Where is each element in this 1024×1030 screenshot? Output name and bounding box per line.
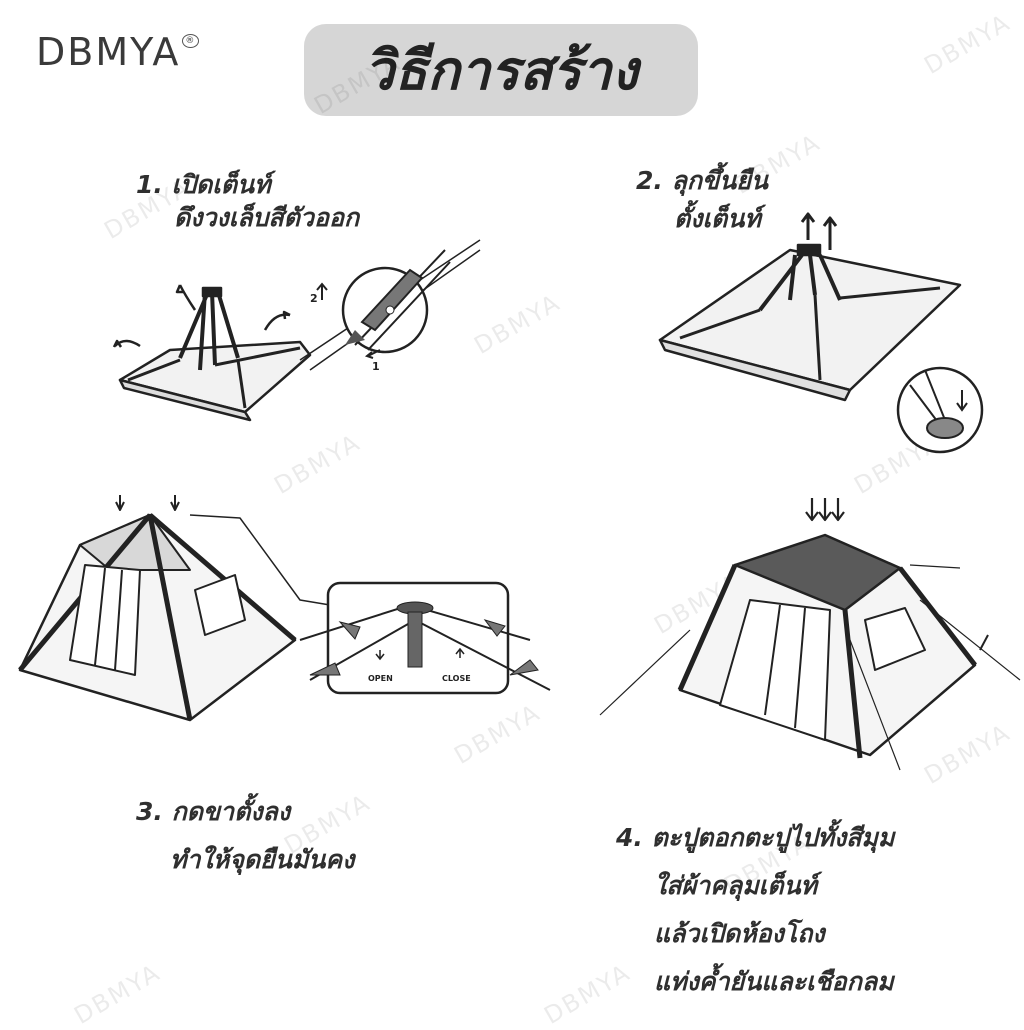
watermark: DBMYA	[919, 8, 1016, 80]
step-4-detail-2: แล้วเปิดห้องโถง	[654, 919, 825, 948]
hub-label-open: OPEN	[368, 674, 393, 683]
clip-callout: 2 1	[310, 249, 451, 373]
step-1-detail: ดึงวงเล็บสีตัวออก	[174, 203, 360, 232]
step-2-text: 2. ลุกขึ้นยืน ตั้งเต็นท์	[636, 162, 768, 238]
watermark: DBMYA	[69, 958, 166, 1030]
step-3-detail: ทำให้จุดยืนมันคง	[170, 845, 355, 874]
hub-label-close: CLOSE	[442, 674, 471, 683]
step-4-detail-1: ใส่ผ้าคลุมเต็นท์	[654, 871, 818, 900]
brand-logo: DBMYA®	[36, 30, 200, 74]
step-2-illustration	[658, 212, 984, 454]
step-2-heading: 2. ลุกขึ้นยืน	[636, 166, 768, 195]
step-3-illustration: OPEN CLOSE	[18, 495, 551, 722]
step-1-illustration: 2 1	[112, 239, 481, 422]
step-3-text: 3. กดขาตั้งลง ทำให้จุดยืนมันคง	[136, 788, 354, 884]
step-1-heading: 1. เปิดเต็นท์	[136, 170, 271, 199]
step-4-detail-3: แท่งค้ำยันและเชือกลม	[654, 967, 894, 996]
step-2-detail: ตั้งเต็นท์	[674, 204, 761, 233]
step-4-illustration	[599, 498, 1021, 771]
callout-label-2: 2	[310, 292, 318, 305]
callout-label-1: 1	[372, 360, 380, 373]
step-4-heading: 4. ตะปูตอกตะปูไปทั้งสีมุม	[616, 823, 895, 852]
page-title: วิธีการสร้าง	[364, 39, 638, 102]
page-title-pill: วิธีการสร้าง	[304, 24, 698, 116]
step-4-text: 4. ตะปูตอกตะปูไปทั้งสีมุม ใส่ผ้าคลุมเต็น…	[616, 814, 894, 1006]
hub-callout: OPEN CLOSE	[299, 581, 551, 695]
registered-mark-icon: ®	[182, 34, 200, 48]
step-3-heading: 3. กดขาตั้งลง	[136, 797, 291, 826]
stake-callout	[896, 366, 984, 454]
step-1-text: 1. เปิดเต็นท์ ดึงวงเล็บสีตัวออก	[136, 168, 359, 234]
brand-name: DBMYA	[36, 30, 181, 74]
